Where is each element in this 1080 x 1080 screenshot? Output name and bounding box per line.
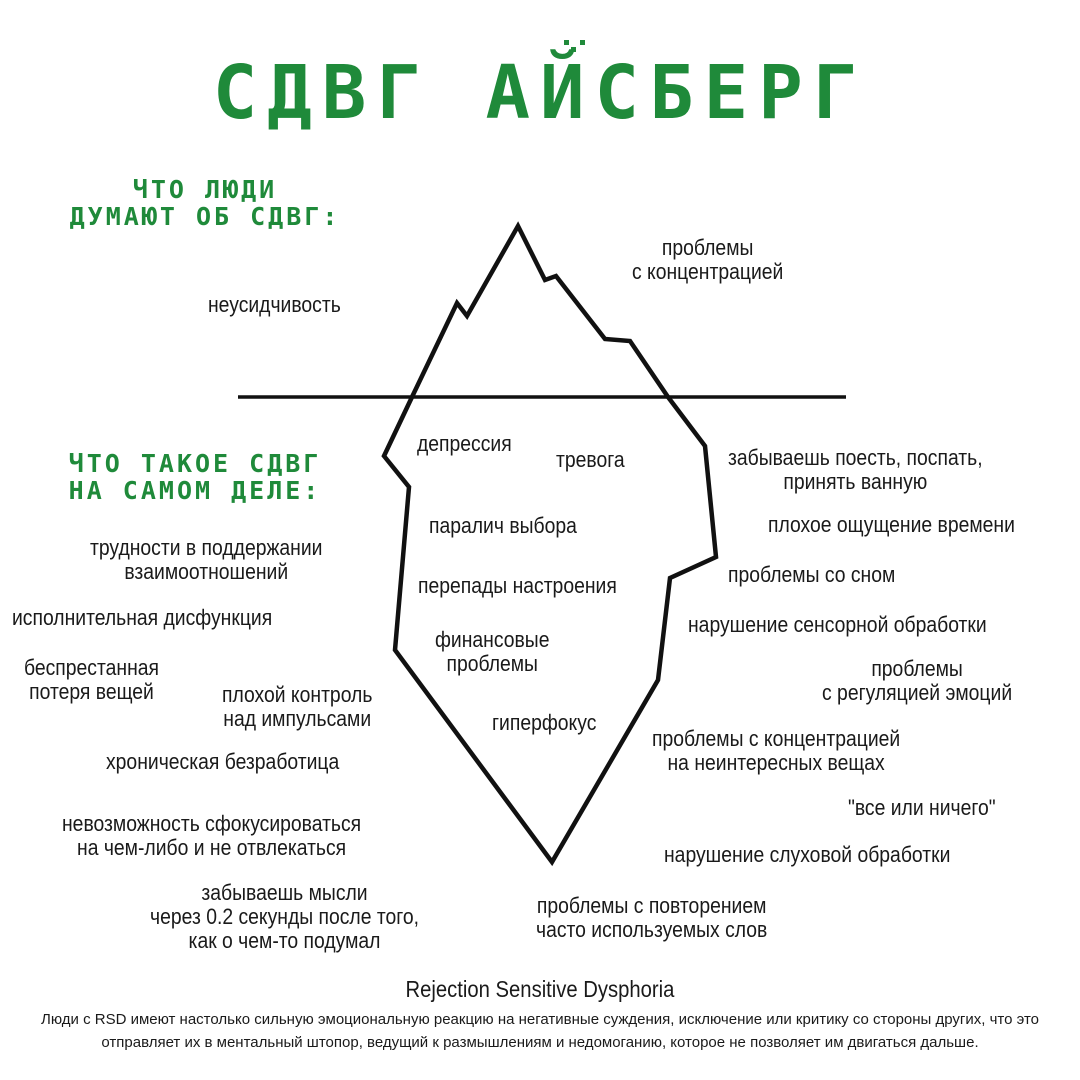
section-heading-above-water: ЧТО ЛЮДИ ДУМАЮТ ОБ СДВГ:: [69, 175, 341, 231]
label-emotion-regulation: проблемы с регуляцией эмоций: [822, 656, 1013, 705]
section-heading-below-water: ЧТО ТАКОЕ СДВГ НА САМОМ ДЕЛЕ:: [68, 449, 322, 505]
label-hyperfocus: гиперфокус: [492, 710, 597, 735]
page-title: СДВГ АЙСБЕРГ: [212, 50, 868, 136]
title-diacritic-mark: [571, 47, 576, 52]
footer-title: Rejection Sensitive Dysphoria: [405, 976, 675, 1002]
iceberg-underwater-outline: [381, 395, 719, 867]
label-sleep-problems: проблемы со сном: [728, 562, 896, 587]
label-anxiety: тревога: [556, 447, 625, 472]
label-chronic-unemployment: хроническая безработица: [106, 749, 340, 774]
title-diacritic-mark: [564, 40, 569, 45]
label-mood-swings: перепады настроения: [418, 573, 617, 598]
iceberg-outline: [409, 221, 670, 399]
label-financial-problems: финансовые проблемы: [435, 627, 550, 676]
label-depression: депрессия: [417, 431, 512, 456]
label-forgetting-basic-needs: забываешь поесть, поспать, принять ванну…: [728, 445, 983, 494]
label-concentration-problems: проблемы с концентрацией: [632, 235, 784, 284]
label-word-repetition: проблемы с повторением часто используемы…: [536, 893, 768, 942]
label-relationship-difficulties: трудности в поддержании взаимоотношений: [90, 535, 323, 584]
label-auditory-processing: нарушение слуховой обработки: [664, 842, 951, 867]
label-all-or-nothing: "все или ничего": [848, 795, 996, 820]
label-boring-tasks-focus: проблемы с концентрацией на неинтересных…: [652, 726, 901, 775]
label-executive-dysfunction: исполнительная дисфункция: [12, 605, 273, 630]
label-sensory-processing: нарушение сенсорной обработки: [688, 612, 987, 637]
label-time-blindness: плохое ощущение времени: [768, 512, 1015, 537]
label-restlessness: неусидчивость: [208, 292, 341, 317]
footer-description: Люди с RSD имеют настолько сильную эмоци…: [41, 1011, 1039, 1051]
label-losing-things: беспрестанная потеря вещей: [24, 655, 160, 704]
label-choice-paralysis: паралич выбора: [429, 513, 577, 538]
label-inability-to-focus: невозможность сфокусироваться на чем-либ…: [62, 811, 362, 860]
title-diacritic-mark: [580, 40, 585, 45]
label-forgetting-thoughts: забываешь мысли через 0.2 секунды после …: [150, 880, 420, 953]
label-impulse-control: плохой контроль над импульсами: [222, 682, 373, 731]
